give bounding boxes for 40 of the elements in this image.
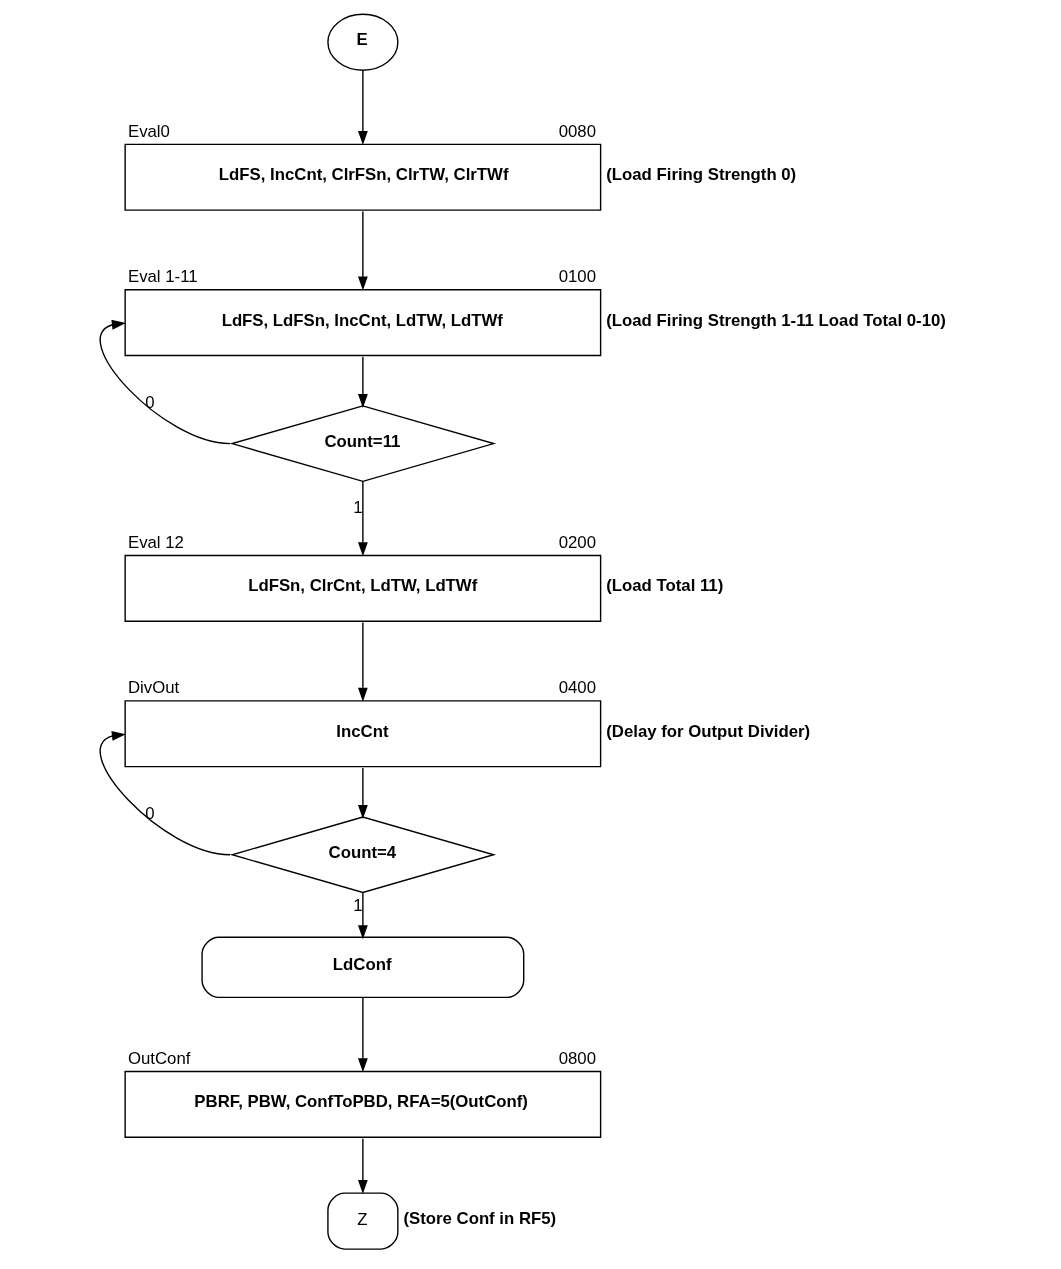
arrow [358, 480, 368, 557]
node-label: (Load Firing Strength 0) [606, 165, 797, 185]
node-diamond: Count=11 [229, 405, 497, 483]
arrow [358, 996, 368, 1073]
node-ellipse: E [327, 13, 399, 71]
node-label: (Store Conf in RF5) [403, 1209, 557, 1229]
arrow [99, 319, 231, 445]
node-box: LdFS, IncCnt, ClrFSn, ClrTW, ClrTWf [124, 143, 602, 211]
node-label: (Load Firing Strength 1-11 Load Total 0-10) [606, 310, 946, 330]
arrow [358, 356, 368, 408]
node-label: Eval0 [127, 121, 170, 141]
node-box: LdConf [201, 936, 525, 999]
node-label: 0080 [558, 121, 596, 141]
node-label: Eval 12 [127, 532, 184, 552]
node-box: LdFS, LdFSn, IncCnt, LdTW, LdTWf [124, 289, 602, 357]
node-label: 0100 [558, 267, 596, 287]
node-label: 0400 [558, 678, 596, 698]
arrow [358, 621, 368, 702]
arrow [358, 210, 368, 291]
node-label: (Load Total 11) [606, 576, 724, 596]
node-label: OutConf [127, 1048, 191, 1068]
node-box: Z [327, 1192, 399, 1250]
node-box: IncCnt [124, 700, 602, 768]
edge-label: 0 [145, 392, 155, 412]
arrow [358, 767, 368, 820]
node-label: DivOut [127, 678, 180, 698]
arrow [99, 731, 231, 856]
edge-label: 1 [353, 895, 363, 915]
node-diamond: Count=4 [229, 816, 497, 894]
node-label: Eval 1-11 [127, 267, 198, 287]
arrow [358, 1137, 368, 1194]
arrow [358, 69, 368, 146]
node-label: 0200 [558, 532, 596, 552]
edge-label: 0 [145, 803, 155, 823]
node-box: LdFSn, ClrCnt, LdTW, LdTWf [124, 554, 602, 622]
node-label: 0800 [558, 1048, 596, 1068]
node-label: (Delay for Output Divider) [606, 721, 811, 741]
edge-label: 1 [353, 498, 363, 518]
arrow [358, 891, 368, 940]
node-box: PBRF, PBW, ConfToPBD, RFA=5(OutConf) [124, 1070, 602, 1138]
